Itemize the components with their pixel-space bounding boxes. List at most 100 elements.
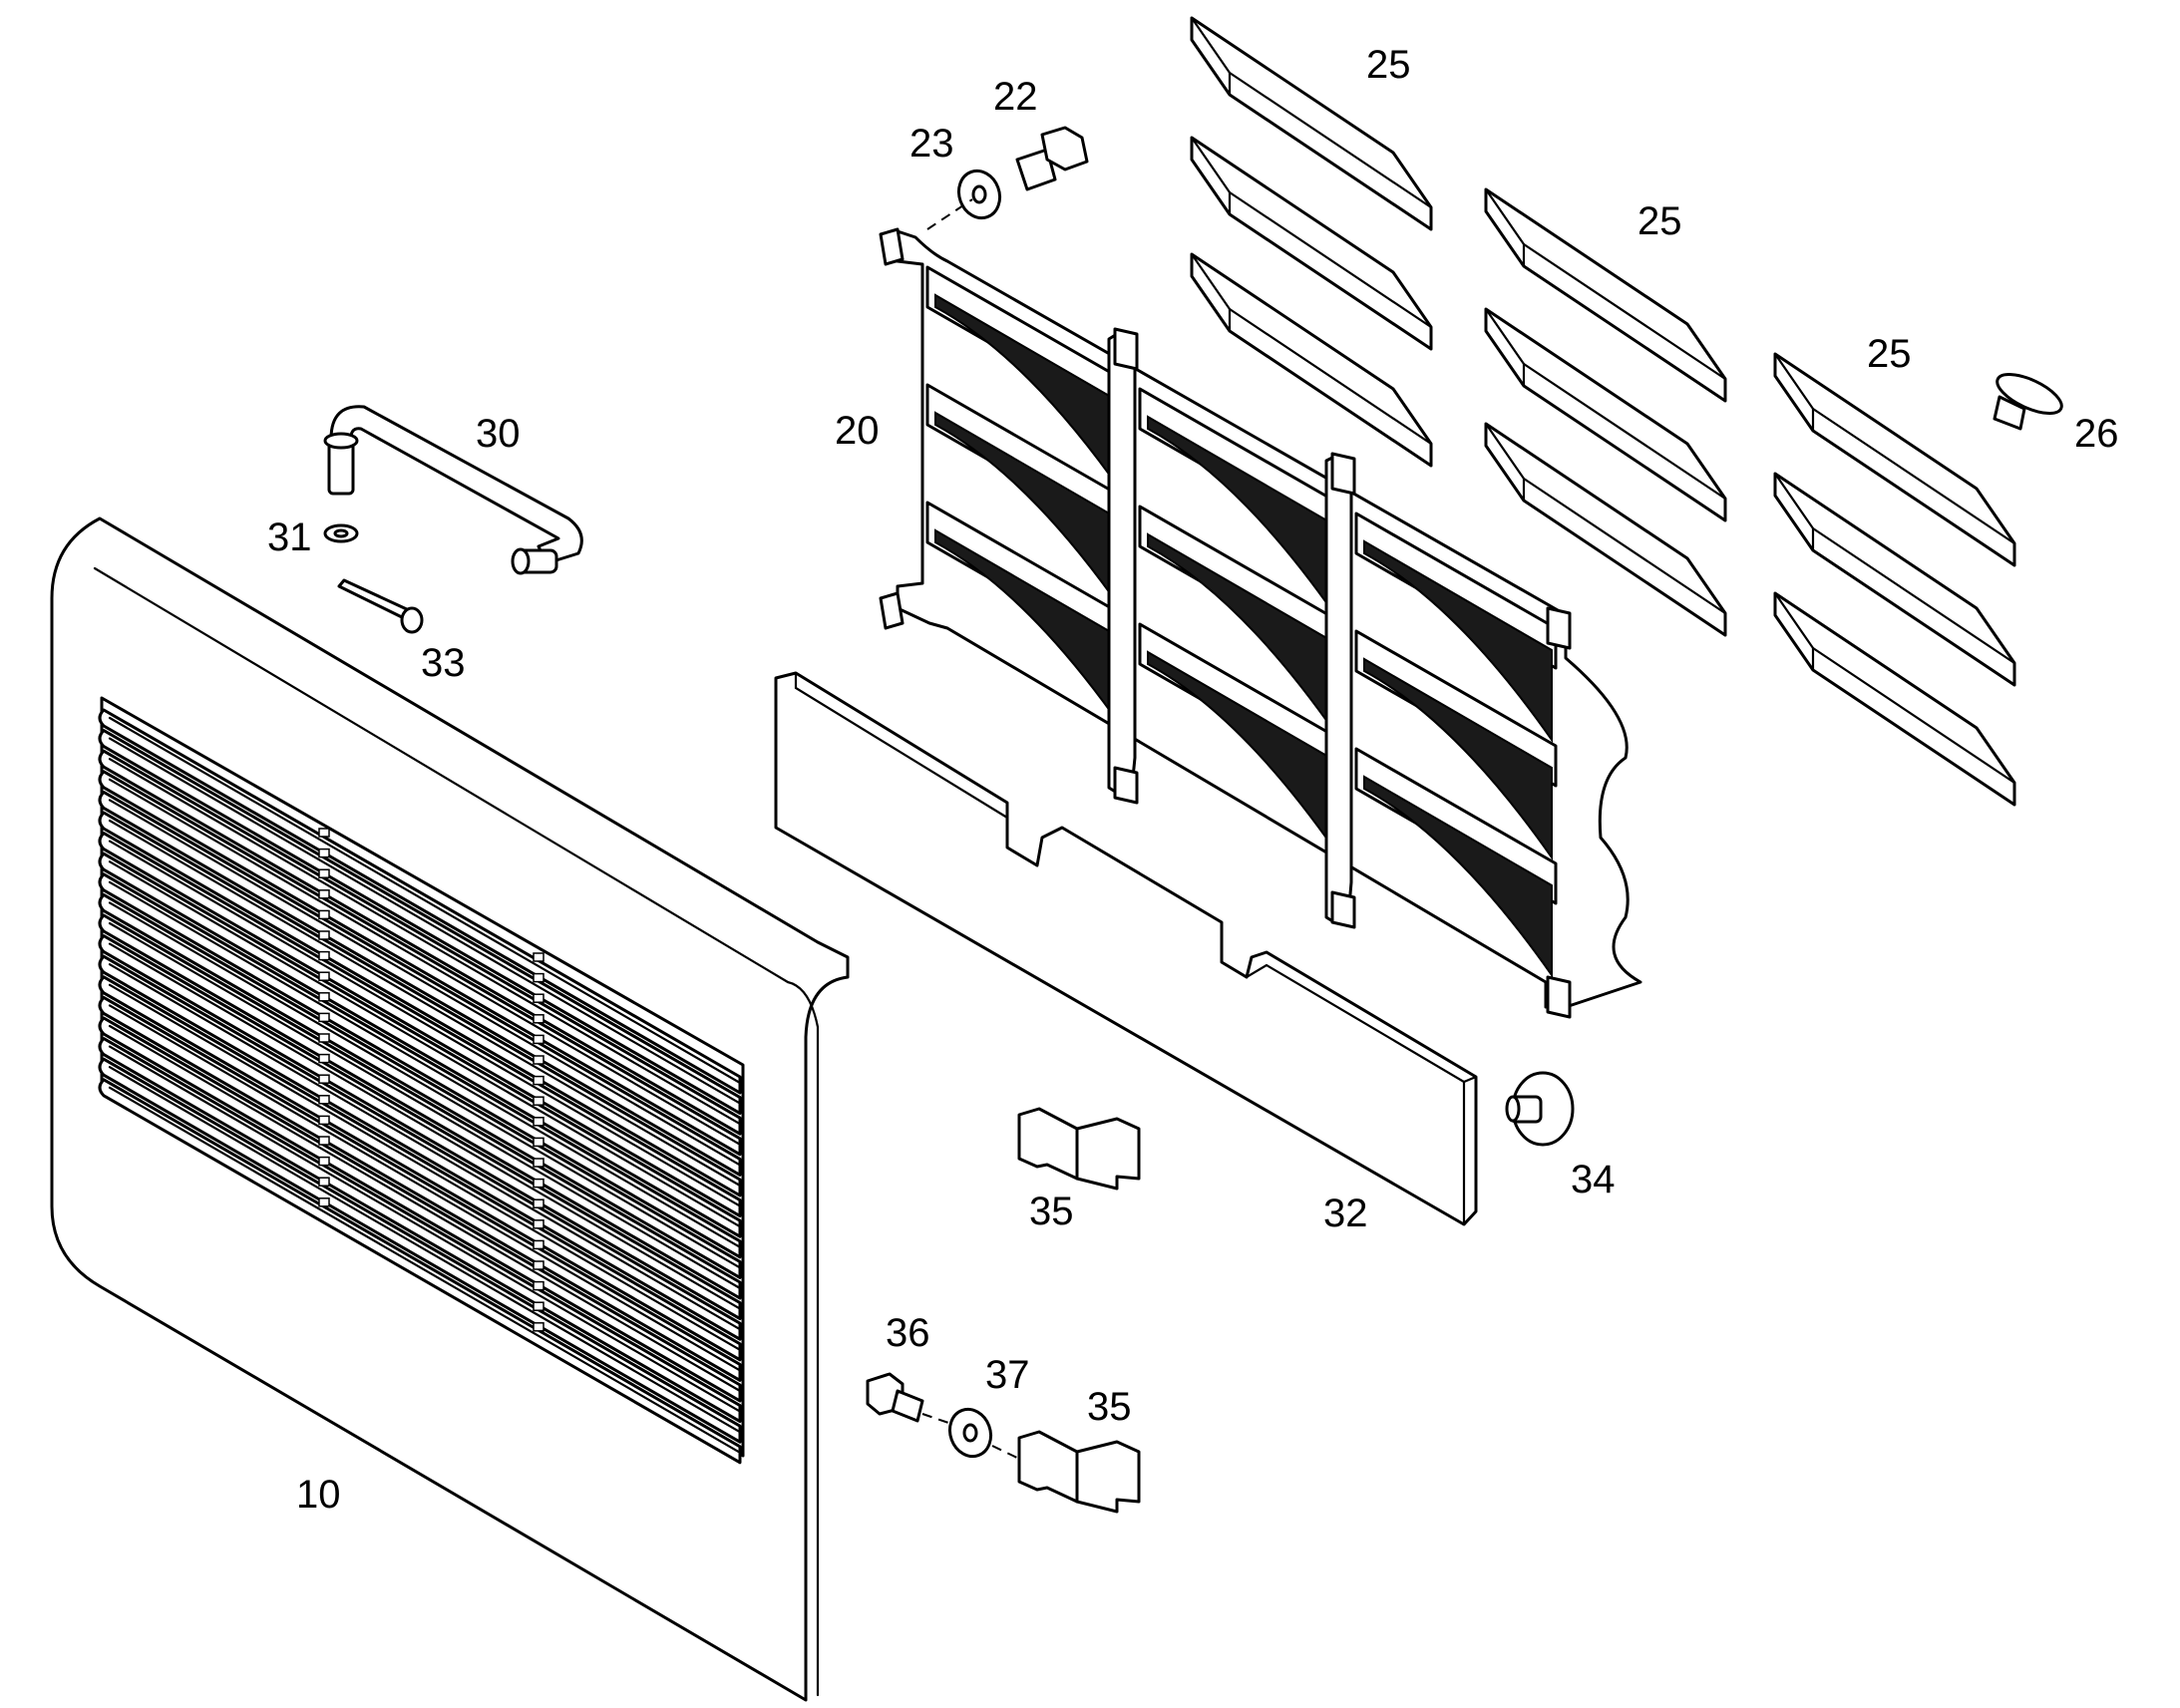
panel-louvres xyxy=(98,696,745,1465)
blocks xyxy=(1190,16,2016,807)
block xyxy=(1773,591,2016,807)
louvre-divider xyxy=(318,992,330,1002)
louvre-divider xyxy=(533,1178,545,1189)
louvre-slat xyxy=(98,832,742,1218)
louvre-divider xyxy=(533,1219,545,1229)
louvre-slat xyxy=(98,913,742,1300)
louvre-slat xyxy=(98,892,742,1279)
louvre-slat xyxy=(98,811,742,1197)
louvre-slat xyxy=(98,995,742,1382)
washer-top xyxy=(956,169,1002,220)
louvre-divider xyxy=(533,1280,545,1291)
louvre-divider xyxy=(533,1117,545,1127)
louvre-divider xyxy=(318,1012,330,1023)
louvre-divider xyxy=(533,1137,545,1148)
label-23: 23 xyxy=(909,122,954,166)
louvre-divider xyxy=(533,1239,545,1250)
block xyxy=(1484,187,1727,403)
label-36: 36 xyxy=(886,1311,930,1355)
washer-rod xyxy=(323,523,359,543)
label-25b: 25 xyxy=(1637,199,1682,243)
label-10: 10 xyxy=(296,1473,341,1517)
louvre-divider xyxy=(318,868,330,878)
louvre-divider xyxy=(533,993,545,1003)
label-34: 34 xyxy=(1571,1158,1616,1201)
label-35a: 35 xyxy=(1029,1190,1074,1233)
louvre-divider xyxy=(318,909,330,920)
plug xyxy=(1993,373,2063,431)
frame-cell xyxy=(1354,629,1558,861)
frame-cell xyxy=(1354,512,1558,744)
louvre-slat xyxy=(98,708,742,1095)
louvre-divider xyxy=(533,1158,545,1168)
louvre-divider xyxy=(318,1033,330,1043)
louvre-divider xyxy=(318,1156,330,1167)
louvre-divider xyxy=(318,848,330,858)
louvre-divider xyxy=(533,1096,545,1106)
bracket-b xyxy=(1017,1430,1141,1514)
louvre-slat xyxy=(98,852,742,1238)
louvre-divider xyxy=(533,1260,545,1270)
label-25a: 25 xyxy=(1366,43,1411,87)
rod xyxy=(323,405,583,575)
louvre-slat xyxy=(98,1037,742,1424)
label-31: 31 xyxy=(267,515,312,559)
louvre-slat xyxy=(98,790,742,1177)
label-26: 26 xyxy=(2074,412,2119,456)
louvre-slat xyxy=(98,770,742,1157)
bar xyxy=(774,671,1478,1226)
louvre-divider xyxy=(533,1301,545,1311)
louvre-divider xyxy=(318,1197,330,1207)
louvre-divider xyxy=(533,1075,545,1086)
front-panel xyxy=(50,516,850,1702)
louvre-divider xyxy=(318,1074,330,1084)
frame xyxy=(879,227,1642,1019)
louvre-divider xyxy=(318,971,330,981)
louvre-divider xyxy=(318,950,330,961)
label-37: 37 xyxy=(985,1353,1030,1397)
callout-labels: 10 20 22 23 25 25 25 26 30 31 32 33 34 3… xyxy=(267,43,2119,1517)
louvre-divider xyxy=(318,1136,330,1146)
block xyxy=(1190,136,1433,351)
knob xyxy=(1505,1071,1575,1147)
louvre-divider xyxy=(533,1322,545,1332)
pin xyxy=(337,578,424,634)
block xyxy=(1190,252,1433,468)
louvre-slat xyxy=(98,749,742,1136)
screw-top xyxy=(1015,126,1089,191)
louvre-divider xyxy=(533,1055,545,1065)
louvre-slat xyxy=(98,729,742,1116)
louvre-divider xyxy=(318,1053,330,1064)
louvre-divider xyxy=(533,1198,545,1208)
louvre-divider xyxy=(533,1014,545,1024)
block xyxy=(1484,422,1727,637)
louvre-slat xyxy=(98,1016,742,1403)
louvre-divider xyxy=(533,1034,545,1045)
louvre-slat xyxy=(98,872,742,1259)
louvre-divider xyxy=(533,972,545,983)
block xyxy=(1773,472,2016,687)
louvre-slat xyxy=(98,1078,742,1465)
block xyxy=(1773,352,2016,567)
louvre-slat xyxy=(98,1057,742,1444)
louvre-divider xyxy=(533,952,545,962)
label-30: 30 xyxy=(476,412,521,456)
label-22: 22 xyxy=(993,75,1038,119)
louvre-divider xyxy=(318,1115,330,1126)
label-33: 33 xyxy=(421,641,466,685)
louvre-divider xyxy=(318,930,330,940)
louvre-divider xyxy=(318,1095,330,1105)
label-35b: 35 xyxy=(1087,1385,1132,1429)
louvre-divider xyxy=(318,1177,330,1187)
louvre-divider xyxy=(318,828,330,838)
louvre-divider xyxy=(318,889,330,899)
frame-cell xyxy=(1354,747,1558,979)
label-32: 32 xyxy=(1323,1192,1368,1235)
louvre-slat xyxy=(98,975,742,1362)
label-25c: 25 xyxy=(1867,332,1912,376)
bracket-a xyxy=(1017,1107,1141,1191)
louvre-slat xyxy=(98,954,742,1341)
block xyxy=(1190,16,1433,231)
label-20: 20 xyxy=(835,409,880,453)
